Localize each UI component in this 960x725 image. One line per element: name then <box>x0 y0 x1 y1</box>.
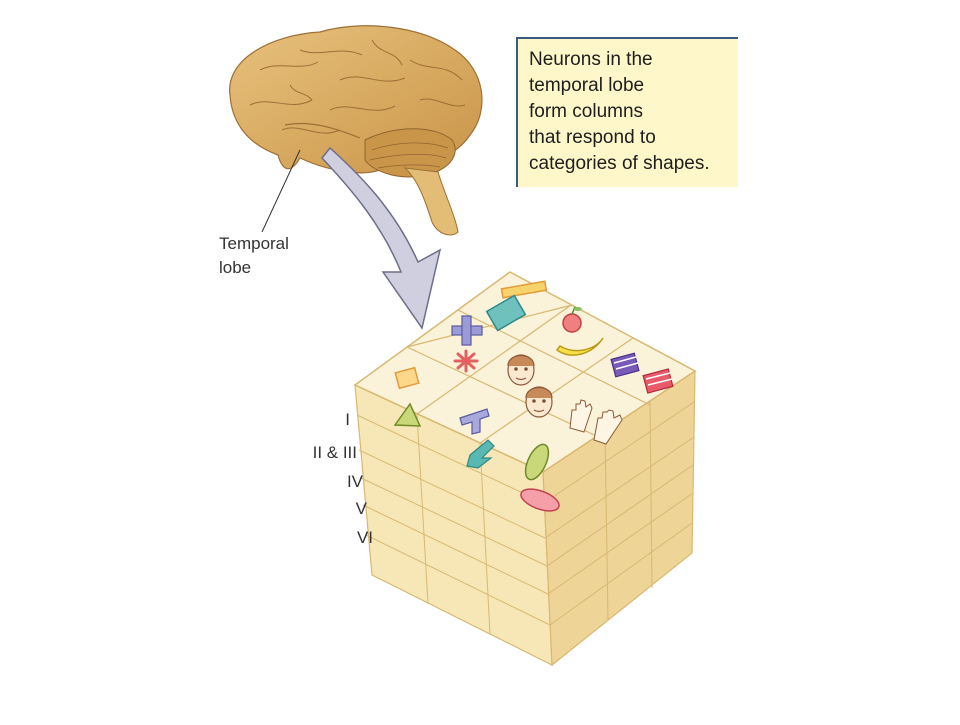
layer-label-1: I <box>345 410 350 429</box>
callout-line-3: form columns <box>529 101 644 122</box>
bar-icon <box>500 280 548 299</box>
cortical-column-cube <box>353 271 697 667</box>
callout-line-4: that respond to <box>529 127 656 148</box>
banana-icon <box>555 337 604 356</box>
layer-label-4: V <box>355 499 367 518</box>
stripes-icon <box>610 352 674 394</box>
brainstem <box>403 167 459 236</box>
ellipse-icon <box>524 443 550 481</box>
rectangle-icon <box>485 294 527 332</box>
face-icon <box>507 354 553 418</box>
cross-icon <box>451 315 483 346</box>
layer-label-3: IV <box>346 472 363 491</box>
callout-line-5: categories of shapes. <box>529 153 710 174</box>
temporal-lobe-label-line2: lobe <box>219 258 252 277</box>
layer-label-5: VI <box>356 528 373 547</box>
hands-icon <box>569 399 623 445</box>
cerebellum <box>364 128 456 178</box>
apple-icon <box>562 306 582 333</box>
callout-line-2: temporal lobe <box>529 75 645 96</box>
callout-line-1: Neurons in the <box>529 49 653 70</box>
callout-box: Neurons in the temporal lobe form column… <box>516 37 738 187</box>
layer-label-2: II & III <box>312 443 357 462</box>
curved-arrow <box>321 146 442 330</box>
temporal-lobe-pointer <box>261 149 301 233</box>
brain-illustration <box>229 25 483 236</box>
square-icon <box>394 366 420 390</box>
ellipse-icon-red <box>520 488 560 512</box>
asterisk-icon <box>453 349 479 373</box>
arrow-icon <box>466 439 495 469</box>
triangle-icon <box>393 402 422 427</box>
t-shape-icon <box>459 408 490 435</box>
temporal-lobe-label-line1: Temporal <box>219 234 289 253</box>
temporal-lobe-label: Temporal lobe <box>219 234 289 278</box>
